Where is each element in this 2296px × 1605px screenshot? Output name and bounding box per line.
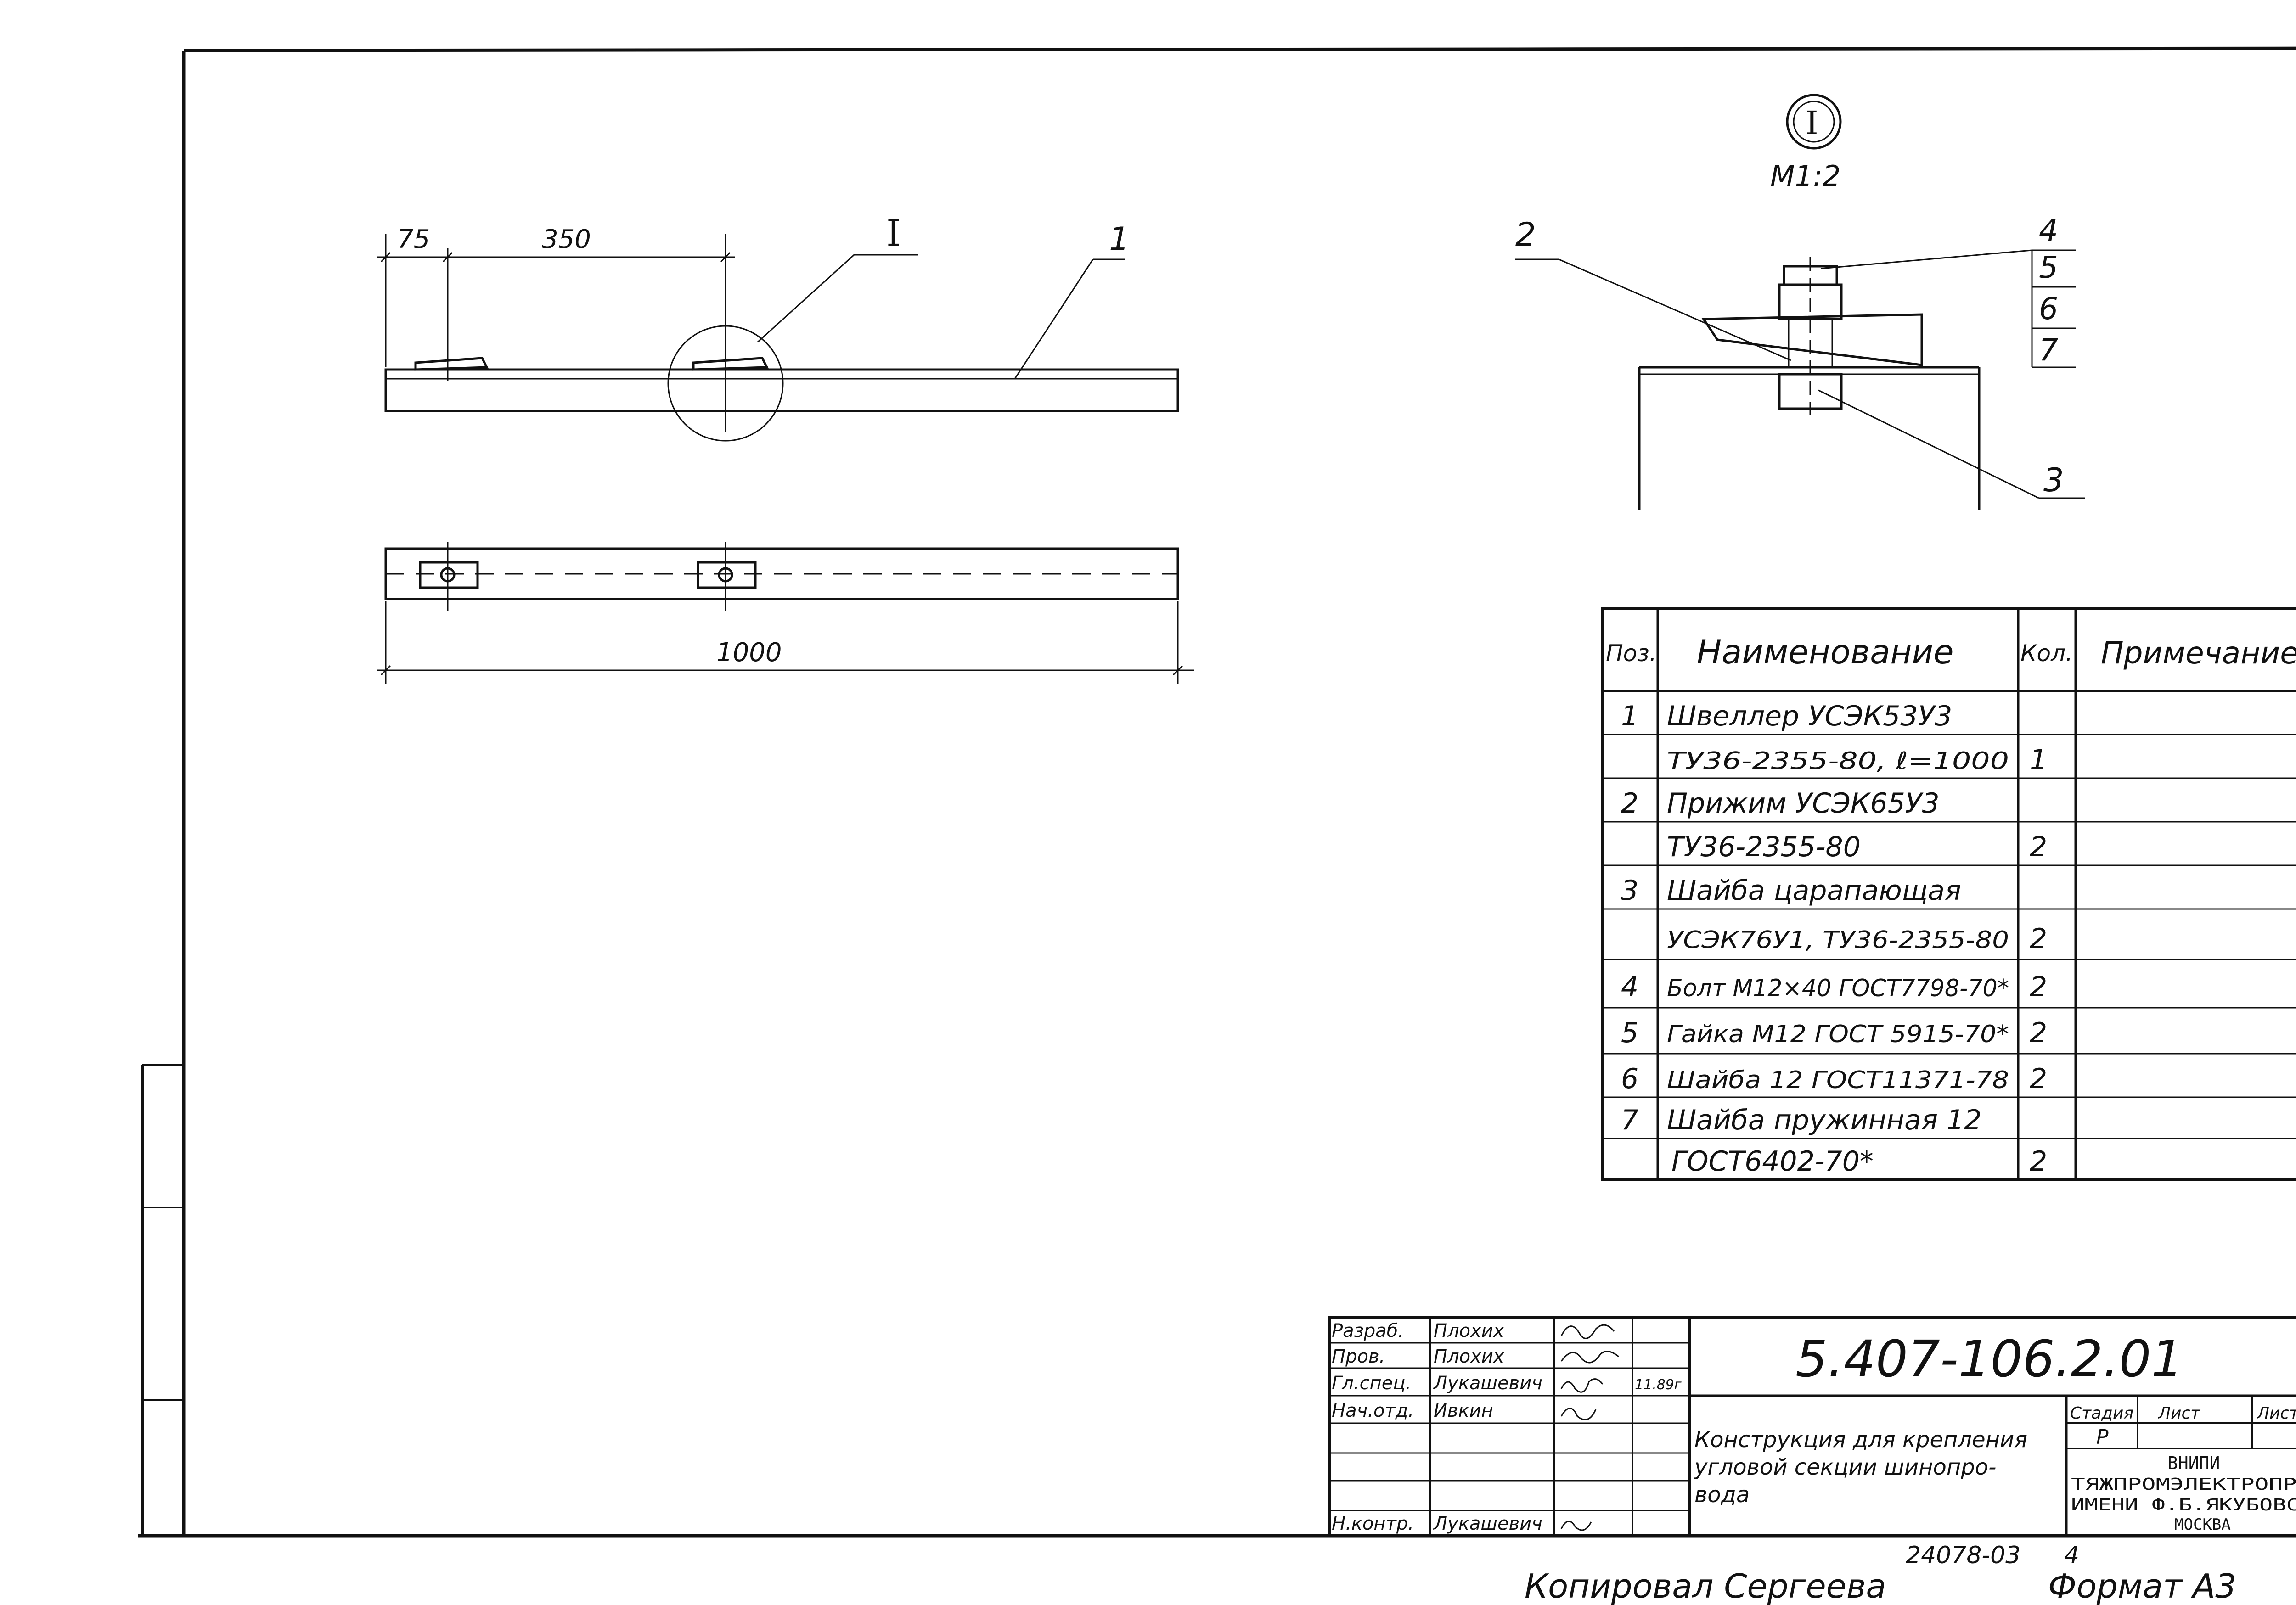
spec-name: Шайба царапающая bbox=[1667, 875, 1961, 907]
channel-top-view bbox=[384, 542, 1179, 611]
role-label: Разраб. bbox=[1332, 1320, 1404, 1341]
spec-row: 4 Болт М12×40 ГОСТ7798-70* 2 bbox=[1621, 971, 2047, 1003]
sheet-frame bbox=[138, 46, 2296, 1538]
role-name: Плохих bbox=[1434, 1320, 1504, 1341]
spec-row: 5 Гайка М12 ГОСТ 5915-70* 2 bbox=[1621, 1017, 2047, 1049]
drawing-title-line-1: Конструкция для крепления bbox=[1694, 1427, 2027, 1453]
org-line-2: ТЯЖПРОМЭЛЕКТРОПРОЕКТ bbox=[2071, 1475, 2296, 1494]
detail-view-symbol bbox=[1786, 94, 1842, 150]
spec-name: ТУ36-2355-80, ℓ=1000 bbox=[1667, 747, 2009, 775]
spec-header-pos: Поз. bbox=[1606, 640, 1657, 667]
role-label: Нач.отд. bbox=[1332, 1400, 1414, 1421]
spec-name: Гайка М12 ГОСТ 5915-70* bbox=[1667, 1021, 2009, 1048]
spec-pos: 6 bbox=[1621, 1063, 1638, 1095]
detail-callout-label: I bbox=[886, 212, 901, 254]
spec-name: Шайба 12 ГОСТ11371-78 bbox=[1667, 1066, 2009, 1094]
spec-table: Поз. Наименование Кол. Примечание 1 Швел… bbox=[1606, 633, 2296, 1178]
dimension-lines-top bbox=[377, 234, 735, 367]
spec-header-qty: Кол. bbox=[2020, 640, 2073, 667]
spec-qty: 2 bbox=[2030, 923, 2047, 955]
dimension-1000: 1000 bbox=[716, 638, 782, 668]
detail-leader-3: 3 bbox=[2043, 461, 2064, 499]
spec-name: Прижим УСЭК65У3 bbox=[1667, 787, 1940, 819]
spec-pos: 7 bbox=[1621, 1104, 1638, 1136]
clamp-plan-right bbox=[697, 561, 757, 589]
spec-row: ТУ36-2355-80, ℓ=1000 1 bbox=[1667, 744, 2047, 776]
copied-by: Копировал Сергеева bbox=[1525, 1567, 1886, 1605]
spec-row: 3 Шайба царапающая bbox=[1621, 875, 1961, 907]
title-block: Разраб. Плохих Пров. Плохих Гл.спец. Лук… bbox=[1332, 1320, 2296, 1534]
role-label: Гл.спец. bbox=[1332, 1373, 1411, 1394]
detail-view-symbol-label: I bbox=[1806, 104, 1818, 142]
spec-name: ТУ36-2355-80 bbox=[1667, 831, 1861, 863]
detail-circle bbox=[667, 325, 784, 442]
spec-row: 7 Шайба пружинная 12 bbox=[1621, 1104, 1981, 1136]
spec-table-grid bbox=[1601, 607, 2296, 1181]
detail-scale: М1:2 bbox=[1770, 159, 1840, 193]
spec-name: Швеллер УСЭК53У3 bbox=[1667, 700, 1952, 732]
role-label: Пров. bbox=[1332, 1346, 1385, 1367]
dimension-350: 350 bbox=[542, 224, 591, 254]
spec-row: 2 Прижим УСЭК65У3 bbox=[1621, 787, 1940, 819]
spec-pos: 4 bbox=[1621, 971, 1638, 1003]
drawing-title-line-3: вода bbox=[1694, 1482, 1750, 1508]
spec-row: ТУ36-2355-80 2 bbox=[1667, 831, 2047, 863]
org-line-3: ИМЕНИ Ф.Б.ЯКУБОВСКОГО bbox=[2071, 1496, 2296, 1515]
drawing-title-line-2: угловой секции шинопро- bbox=[1694, 1454, 1996, 1480]
spec-qty: 1 bbox=[2030, 744, 2047, 776]
spec-header-note: Примечание bbox=[2101, 635, 2296, 671]
role-name: Плохих bbox=[1434, 1346, 1504, 1367]
channel-side-view bbox=[384, 234, 1179, 442]
approval-date: 11.89г bbox=[1635, 1377, 1682, 1393]
detail-leaders bbox=[1515, 249, 2085, 499]
spec-row: 6 Шайба 12 ГОСТ11371-78 2 bbox=[1621, 1063, 2047, 1095]
format-label: Формат А3 bbox=[2048, 1567, 2236, 1605]
part-1-leader-label: 1 bbox=[1109, 220, 1130, 258]
spec-qty: 2 bbox=[2030, 1063, 2047, 1095]
dimension-lines-bottom bbox=[377, 601, 1194, 684]
org-line-1: ВНИПИ bbox=[2167, 1453, 2220, 1473]
spec-pos: 5 bbox=[1621, 1017, 1638, 1049]
stage-header: Стадия bbox=[2070, 1404, 2133, 1423]
spec-pos: 1 bbox=[1621, 700, 1638, 732]
spec-pos: 3 bbox=[1621, 875, 1638, 907]
spec-row: ГОСТ6402-70* 2 bbox=[1671, 1145, 2047, 1178]
spec-name: Болт М12×40 ГОСТ7798-70* bbox=[1667, 975, 2009, 1002]
detail-leader-4: 4 bbox=[2039, 213, 2058, 248]
sheets-header: Листов bbox=[2256, 1404, 2296, 1423]
spec-row: 1 Швеллер УСЭК53У3 bbox=[1621, 700, 1952, 732]
archive-number: 24078-03 bbox=[1906, 1542, 2020, 1569]
role-name: Лукашевич bbox=[1433, 1373, 1542, 1394]
spec-qty: 2 bbox=[2030, 1145, 2047, 1178]
detail-leader-7: 7 bbox=[2039, 332, 2058, 368]
org-line-4: МОСКВА bbox=[2174, 1515, 2231, 1534]
signatures bbox=[1560, 1324, 1619, 1531]
spec-row: УСЭК76У1, ТУ36-2355-80 2 bbox=[1667, 923, 2047, 955]
detail-assembly bbox=[1638, 257, 1981, 510]
stage-value: Р bbox=[2096, 1425, 2109, 1449]
title-block-grid bbox=[1328, 1316, 2296, 1537]
role-label: Н.контр. bbox=[1332, 1513, 1414, 1534]
clamp-right bbox=[692, 357, 769, 371]
detail-leader-5: 5 bbox=[2039, 250, 2058, 285]
detail-leader-2: 2 bbox=[1515, 216, 1536, 253]
spec-name: Шайба пружинная 12 bbox=[1667, 1104, 1981, 1136]
detail-leader-6: 6 bbox=[2039, 291, 2058, 326]
clamp-plan-left bbox=[419, 561, 479, 589]
spec-header-name: Наименование bbox=[1697, 633, 1954, 671]
spec-name: УСЭК76У1, ТУ36-2355-80 bbox=[1667, 926, 2009, 954]
role-name: Лукашевич bbox=[1433, 1513, 1542, 1534]
dimension-75: 75 bbox=[397, 224, 430, 254]
drawing-designation: 5.407-106.2.01 bbox=[1795, 1330, 2183, 1388]
clamp-left bbox=[414, 357, 489, 371]
role-name: Ивкин bbox=[1434, 1400, 1493, 1421]
spec-pos: 2 bbox=[1621, 787, 1638, 819]
spec-name: ГОСТ6402-70* bbox=[1671, 1145, 1874, 1178]
spec-qty: 2 bbox=[2030, 971, 2047, 1003]
spec-qty: 2 bbox=[2030, 1017, 2047, 1049]
archive-sheet: 4 bbox=[2064, 1542, 2079, 1569]
spec-qty: 2 bbox=[2030, 831, 2047, 863]
sheet-header: Лист bbox=[2157, 1404, 2200, 1423]
